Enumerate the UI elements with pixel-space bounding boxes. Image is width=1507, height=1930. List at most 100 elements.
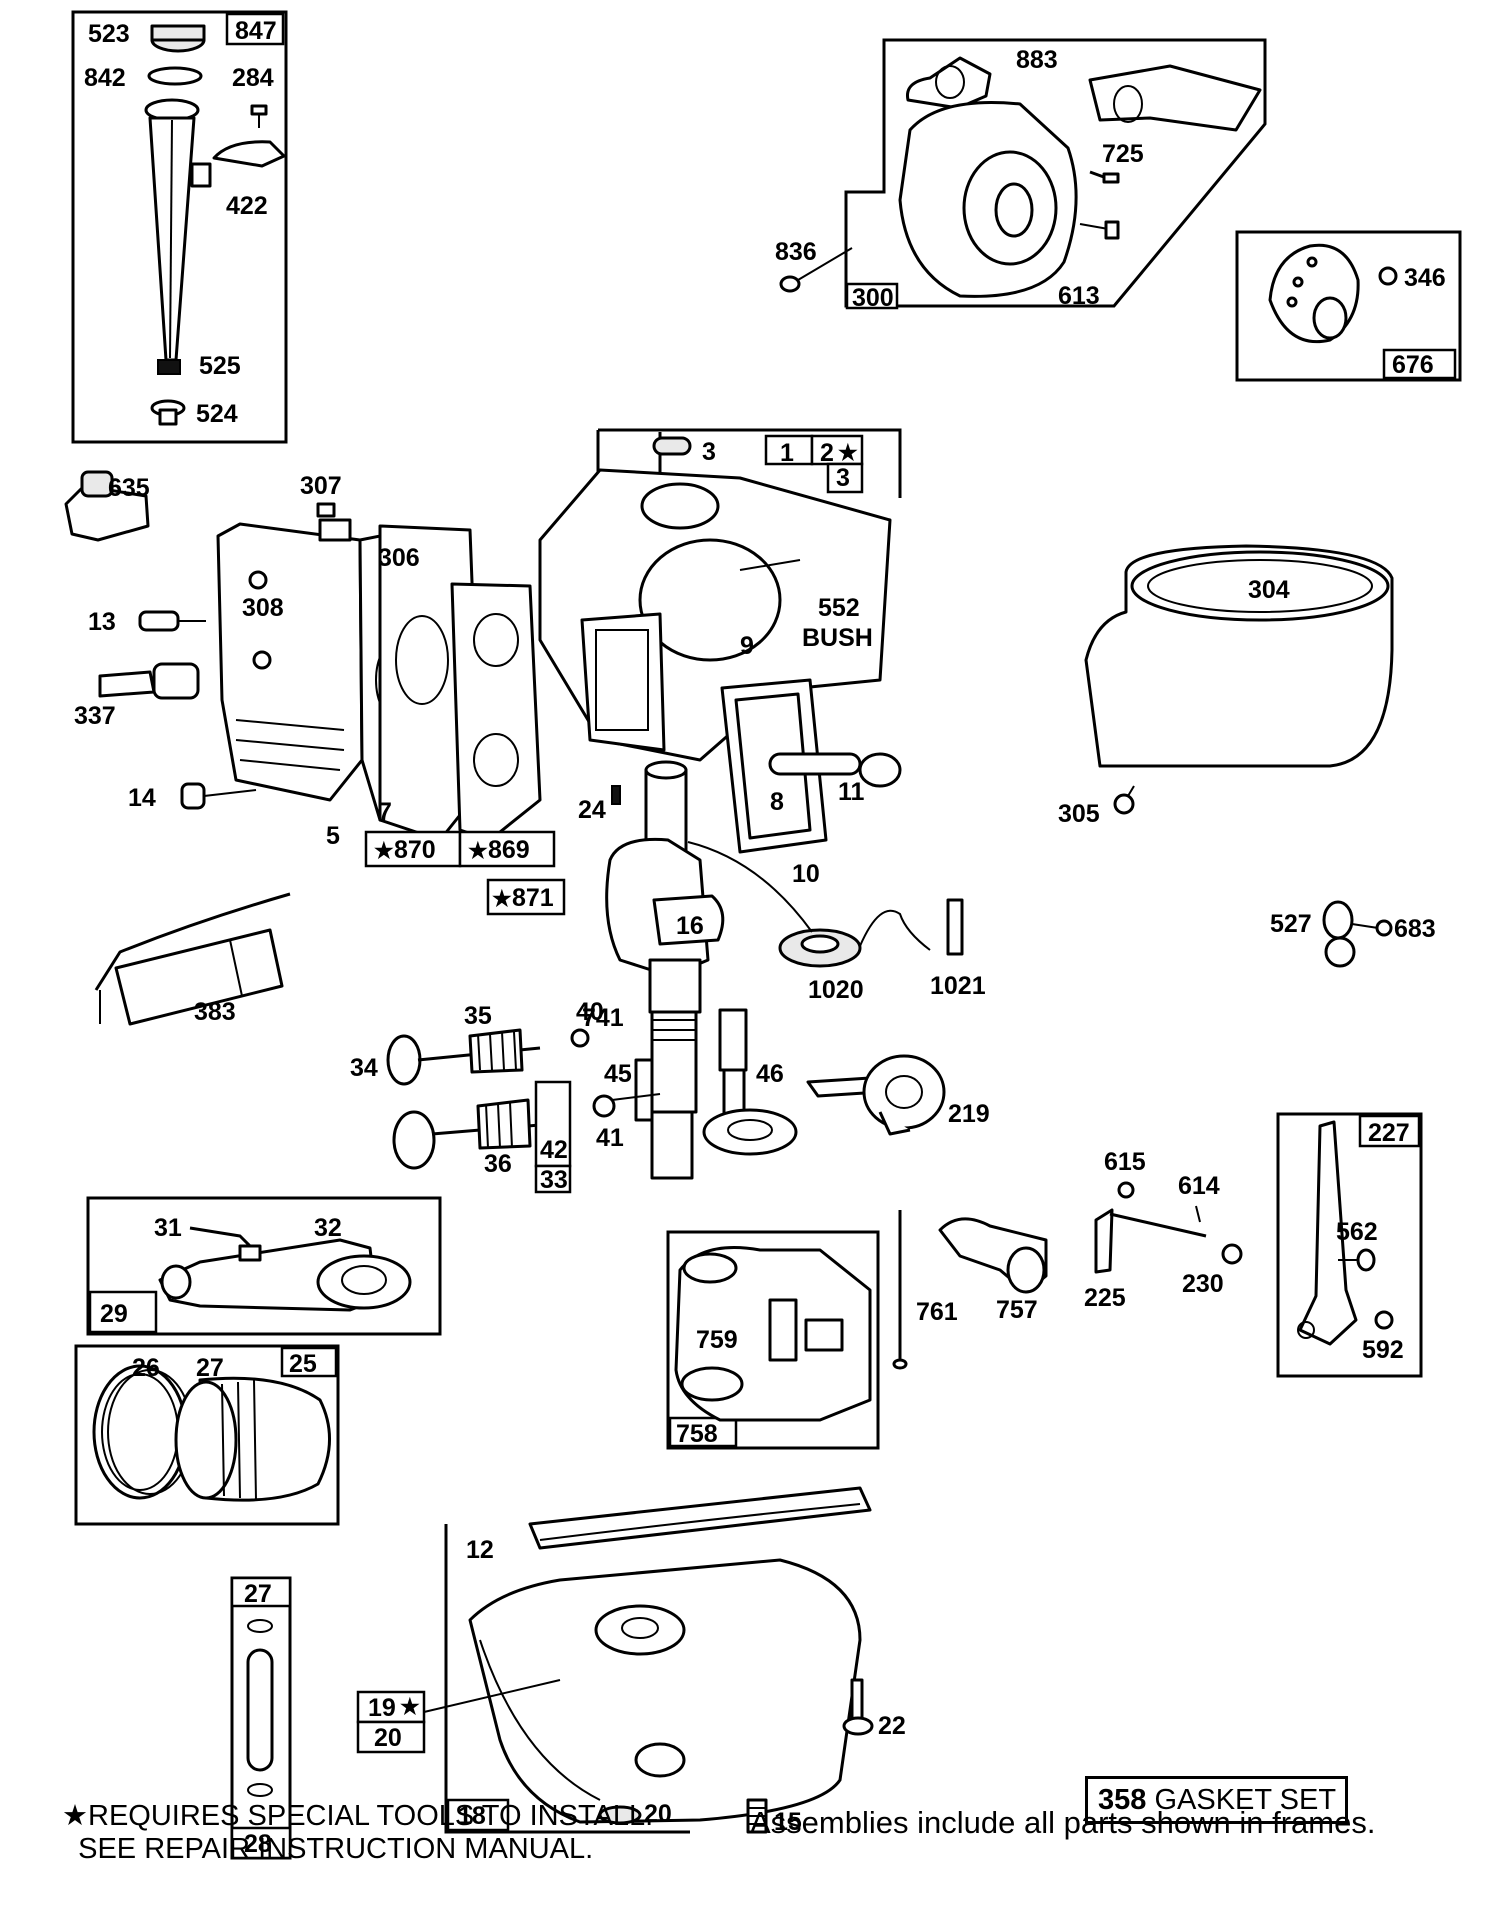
label-422: 422 [226,192,268,220]
label-759: 759 [696,1326,738,1354]
label-27-pin: 27 [244,1580,272,1608]
label-24: 24 [578,796,606,824]
label-22: 22 [878,1712,906,1740]
label-20-box: 20 [374,1724,402,1752]
tool-383: 383 [94,892,291,1026]
label-11: 11 [838,778,865,806]
label-304: 304 [1248,576,1290,604]
label-761: 761 [916,1298,958,1326]
label-15: 15 [774,1808,802,1836]
frame-18-sump-assembly: 12 19 ★ 20 22 18 20 15 [356,1486,906,1836]
label-9: 9 [740,632,754,660]
label-36: 36 [484,1150,512,1178]
governor-linkage: 615 614 230 225 [1084,1148,1243,1312]
label-27-ring: 27 [196,1354,224,1382]
label-5: 5 [326,822,340,850]
label-614: 614 [1178,1172,1220,1200]
crankshaft-assembly: 16 1020 1021 741 [582,760,986,1180]
label-346: 346 [1404,264,1446,292]
parts-761-757: 761 757 [892,1210,1048,1370]
label-10: 10 [792,860,820,888]
star-871: ★ [492,886,512,911]
cylinder-block-assembly: 3 1 2 ★ 3 635 307 306 308 13 337 14 5 7 … [64,428,902,916]
label-219: 219 [948,1100,990,1128]
label-45: 45 [604,1060,632,1088]
label-869: 869 [488,836,530,864]
label-305: 305 [1058,800,1100,828]
label-42: 42 [540,1136,568,1164]
label-842: 842 [84,64,126,92]
assemblies-note: Assemblies include all parts shown in fr… [750,1805,1376,1840]
label-40: 40 [576,998,604,1026]
label-615: 615 [1104,1148,1146,1176]
label-683: 683 [1394,915,1436,943]
star-2: ★ [838,440,858,465]
blower-housing-304: 304 305 [1058,544,1394,828]
label-35: 35 [464,1002,492,1030]
label-28: 28 [244,1830,272,1858]
label-31: 31 [154,1214,182,1242]
frame-300-muffler-assembly: 883 725 836 300 613 [775,38,1267,312]
label-19: 19 [368,1694,396,1722]
label-741: 741 [582,1004,624,1032]
label-308: 308 [242,594,284,622]
gasket-set-label: GASKET SET [1154,1784,1337,1816]
label-12: 12 [466,1536,494,1564]
label-14: 14 [128,784,156,812]
label-227: 227 [1368,1119,1410,1147]
label-836: 836 [775,238,817,266]
frame-28-piston-pin: 27 28 [230,1576,292,1860]
parts-527-683: 527 683 [1270,900,1436,968]
frame-676-flywheel-part: 346 676 [1235,230,1462,382]
label-230: 230 [1182,1270,1224,1298]
label-307: 307 [300,472,342,500]
label-13: 13 [88,608,116,636]
label-592: 592 [1362,1336,1404,1364]
label-847: 847 [235,17,277,45]
gasket-set-number: 358 [1098,1784,1147,1816]
label-725: 725 [1102,140,1144,168]
label-527: 527 [1270,910,1312,938]
label-883: 883 [1016,46,1058,74]
label-25: 25 [289,1350,317,1378]
label-871: 871 [512,884,554,912]
star-869: ★ [468,838,488,863]
label-757: 757 [996,1296,1038,1324]
label-383: 383 [194,998,236,1026]
label-613: 613 [1058,282,1100,310]
label-306: 306 [378,544,420,572]
frame-29-connecting-rod: 31 32 29 [86,1196,442,1336]
label-525: 525 [199,352,241,380]
label-758: 758 [676,1420,718,1448]
gasket-set-box: 358 GASKET SET [1085,1776,1348,1824]
label-29: 29 [100,1300,128,1328]
label-300: 300 [852,284,894,312]
label-46: 46 [756,1060,784,1088]
frame-758-balancer-assembly: 759 758 [666,1230,880,1450]
label-284: 284 [232,64,274,92]
label-33: 33 [540,1166,568,1194]
special-tools-note-line1: ★REQUIRES SPECIAL TOOLS TO INSTALL. [62,1800,654,1832]
label-1020: 1020 [808,976,864,1004]
label-26: 26 [132,1354,160,1382]
frame-227-governor-lever: 227 562 592 [1276,1112,1423,1378]
frame-847-dipstick-assembly: 523 847 842 284 422 525 524 [71,10,288,444]
label-20-seal: 20 [644,1800,672,1828]
label-676: 676 [1392,351,1434,379]
label-bush: BUSH [802,624,873,652]
star-19: ★ [400,1694,420,1719]
label-562: 562 [1336,1218,1378,1246]
valve-train: 35 40 34 45 46 41 36 42 33 [350,998,798,1194]
special-tools-note: ★REQUIRES SPECIAL TOOLS TO INSTALL. SEE … [62,1800,653,1866]
label-3-seal: 3 [702,438,716,466]
label-523: 523 [88,20,130,48]
label-1021: 1021 [930,972,986,1000]
governor-219: 219 [806,1054,990,1136]
frame-25-piston-assembly: 26 27 25 [74,1344,340,1526]
label-3-box: 3 [836,464,850,492]
label-1: 1 [780,439,794,467]
label-635: 635 [108,474,150,502]
label-7: 7 [378,798,392,826]
label-870: 870 [394,836,436,864]
